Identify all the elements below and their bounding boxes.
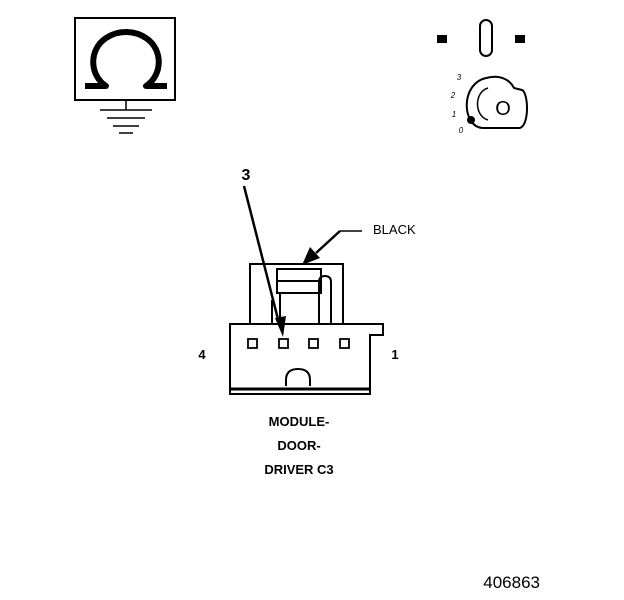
omega-ground-symbol — [74, 17, 176, 134]
key-head-icon — [465, 75, 528, 129]
latch-bar — [276, 268, 322, 282]
connector-name-line-1: MODULE- — [269, 414, 330, 429]
pin-cavity-1 — [339, 338, 350, 349]
wire-color-label: BLACK — [373, 222, 416, 237]
pin-3-callout — [242, 185, 286, 337]
latch-bar-lower — [276, 280, 322, 294]
pin-3-callout-leader — [242, 185, 282, 328]
pin-cavity-2 — [308, 338, 319, 349]
pin-left-number: 4 — [198, 347, 206, 362]
black-wire-callout — [302, 230, 362, 265]
key-contact-left — [437, 35, 447, 43]
key-contact-right — [515, 35, 525, 43]
latch-right-clip — [318, 274, 332, 324]
latch-housing — [249, 263, 344, 324]
key-position-2: 2 — [450, 91, 456, 100]
connector-body — [229, 263, 384, 395]
pin-cavity-3 — [278, 338, 289, 349]
key-inner-curve — [476, 87, 489, 121]
key-position-3: 3 — [457, 73, 462, 82]
black-callout-arrowhead-icon — [302, 247, 320, 265]
omega-frame — [74, 17, 176, 101]
connector-name-line-2: DOOR- — [277, 438, 320, 453]
key-position-1: 1 — [452, 110, 456, 119]
callout-number: 3 — [242, 167, 251, 184]
connector-outline — [229, 323, 384, 395]
key-position-0: 0 — [459, 126, 464, 135]
key-switch-symbol: 3 2 1 0 O — [437, 19, 528, 135]
key-slot — [479, 19, 493, 57]
pin-3-callout-arrowhead-icon — [275, 316, 286, 337]
black-callout-leader-diagonal — [315, 230, 341, 254]
omega-glyph-icon — [85, 29, 167, 89]
key-letter: O — [495, 98, 511, 120]
pin-cavity-4 — [247, 338, 258, 349]
connector-key-bump — [285, 367, 311, 386]
key-position-dot — [467, 116, 475, 124]
connector-name-line-3: DRIVER C3 — [264, 462, 333, 477]
pin-right-number: 1 — [391, 347, 398, 362]
figure-number: 406863 — [483, 573, 540, 592]
